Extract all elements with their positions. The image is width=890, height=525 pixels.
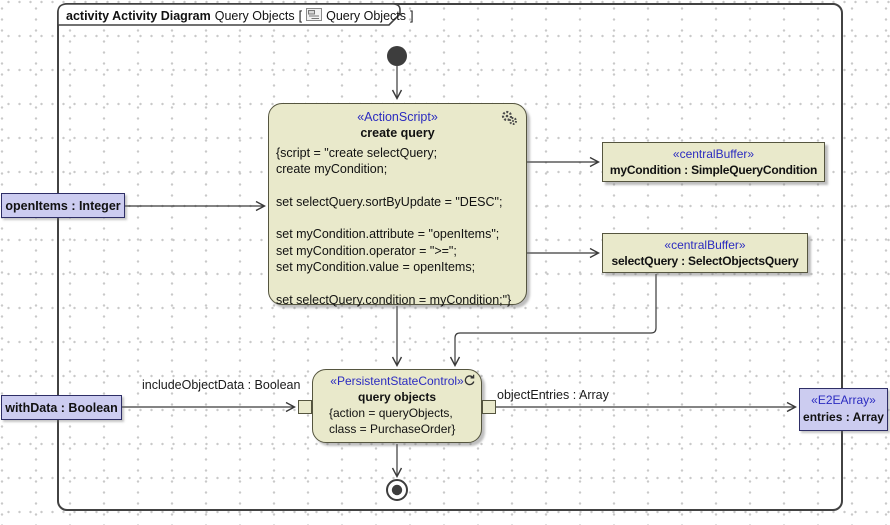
activity-diagram-icon — [306, 8, 323, 24]
code-line: class = PurchaseOrder} — [329, 422, 456, 436]
central-buffer-mycondition[interactable]: «centralBuffer» myCondition : SimpleQuer… — [602, 142, 825, 182]
edge-selectquery-to-query-objects[interactable] — [449, 274, 657, 367]
activity-frame — [57, 3, 843, 511]
action-script-body: {script = "create selectQuery; create my… — [269, 145, 526, 308]
parameter-label: withData : Boolean — [5, 400, 118, 415]
output-pin-objectentries[interactable] — [482, 400, 496, 414]
parameter-label: entries : Array — [803, 410, 884, 424]
parameter-label: openItems : Integer — [5, 198, 121, 213]
code-line: set selectQuery.sortByUpdate = "DESC"; — [276, 194, 503, 209]
behavior-icon — [462, 374, 476, 390]
code-line — [276, 275, 526, 291]
buffer-stereotype: «centralBuffer» — [672, 147, 755, 161]
activity-parameter-entries[interactable]: «E2EArray» entries : Array — [799, 388, 888, 431]
frame-header: activity Activity Diagram Query Objects … — [66, 7, 413, 25]
action-query-objects[interactable]: «PersistentStateControl» query objects {… — [312, 369, 482, 443]
action-name: create query — [360, 126, 435, 140]
edge-label-objectentries[interactable]: objectEntries : Array — [497, 388, 609, 402]
frame-ref-name: Query Objects — [326, 9, 406, 23]
code-line — [276, 210, 526, 226]
central-buffer-selectquery[interactable]: «centralBuffer» selectQuery : SelectObje… — [602, 233, 808, 273]
edge-label-includeobjectdata[interactable]: includeObjectData : Boolean — [142, 378, 301, 392]
code-line: {action = queryObjects, — [329, 406, 453, 420]
code-line: create myCondition; — [276, 162, 388, 177]
action-stereotype: «PersistentStateControl» — [330, 374, 464, 388]
code-line: set myCondition.attribute = "openItems"; — [276, 227, 500, 242]
frame-bracket-close: ] — [410, 9, 414, 23]
action-stereotype: «ActionScript» — [357, 110, 438, 124]
code-line: set selectQuery.condition = myCondition;… — [276, 292, 512, 307]
buffer-stereotype: «centralBuffer» — [664, 238, 746, 252]
frame-bracket-open: [ — [298, 9, 303, 23]
action-create-query[interactable]: «ActionScript» create query {script = "c… — [268, 103, 527, 308]
frame-diagram-name: Query Objects — [214, 9, 295, 23]
code-line — [276, 178, 526, 194]
action-body: {action = queryObjects, class = Purchase… — [313, 405, 481, 437]
buffer-name: selectQuery : SelectObjectsQuery — [611, 254, 799, 268]
activity-parameter-withdata[interactable]: withData : Boolean — [1, 395, 122, 420]
gears-icon — [499, 110, 519, 129]
code-line: {script = "create selectQuery; — [276, 146, 438, 160]
activity-parameter-openitems[interactable]: openItems : Integer — [1, 193, 125, 218]
parameter-stereotype: «E2EArray» — [811, 393, 876, 407]
code-line: set myCondition.value = openItems; — [276, 260, 476, 275]
buffer-name: myCondition : SimpleQueryCondition — [609, 163, 818, 177]
final-node[interactable] — [386, 479, 408, 501]
code-line: set myCondition.operator = ">="; — [276, 243, 457, 258]
initial-node[interactable] — [387, 46, 407, 66]
input-pin-includeobjectdata[interactable] — [298, 400, 312, 414]
action-name: query objects — [357, 390, 437, 404]
frame-keyword: activity Activity Diagram — [66, 9, 211, 23]
